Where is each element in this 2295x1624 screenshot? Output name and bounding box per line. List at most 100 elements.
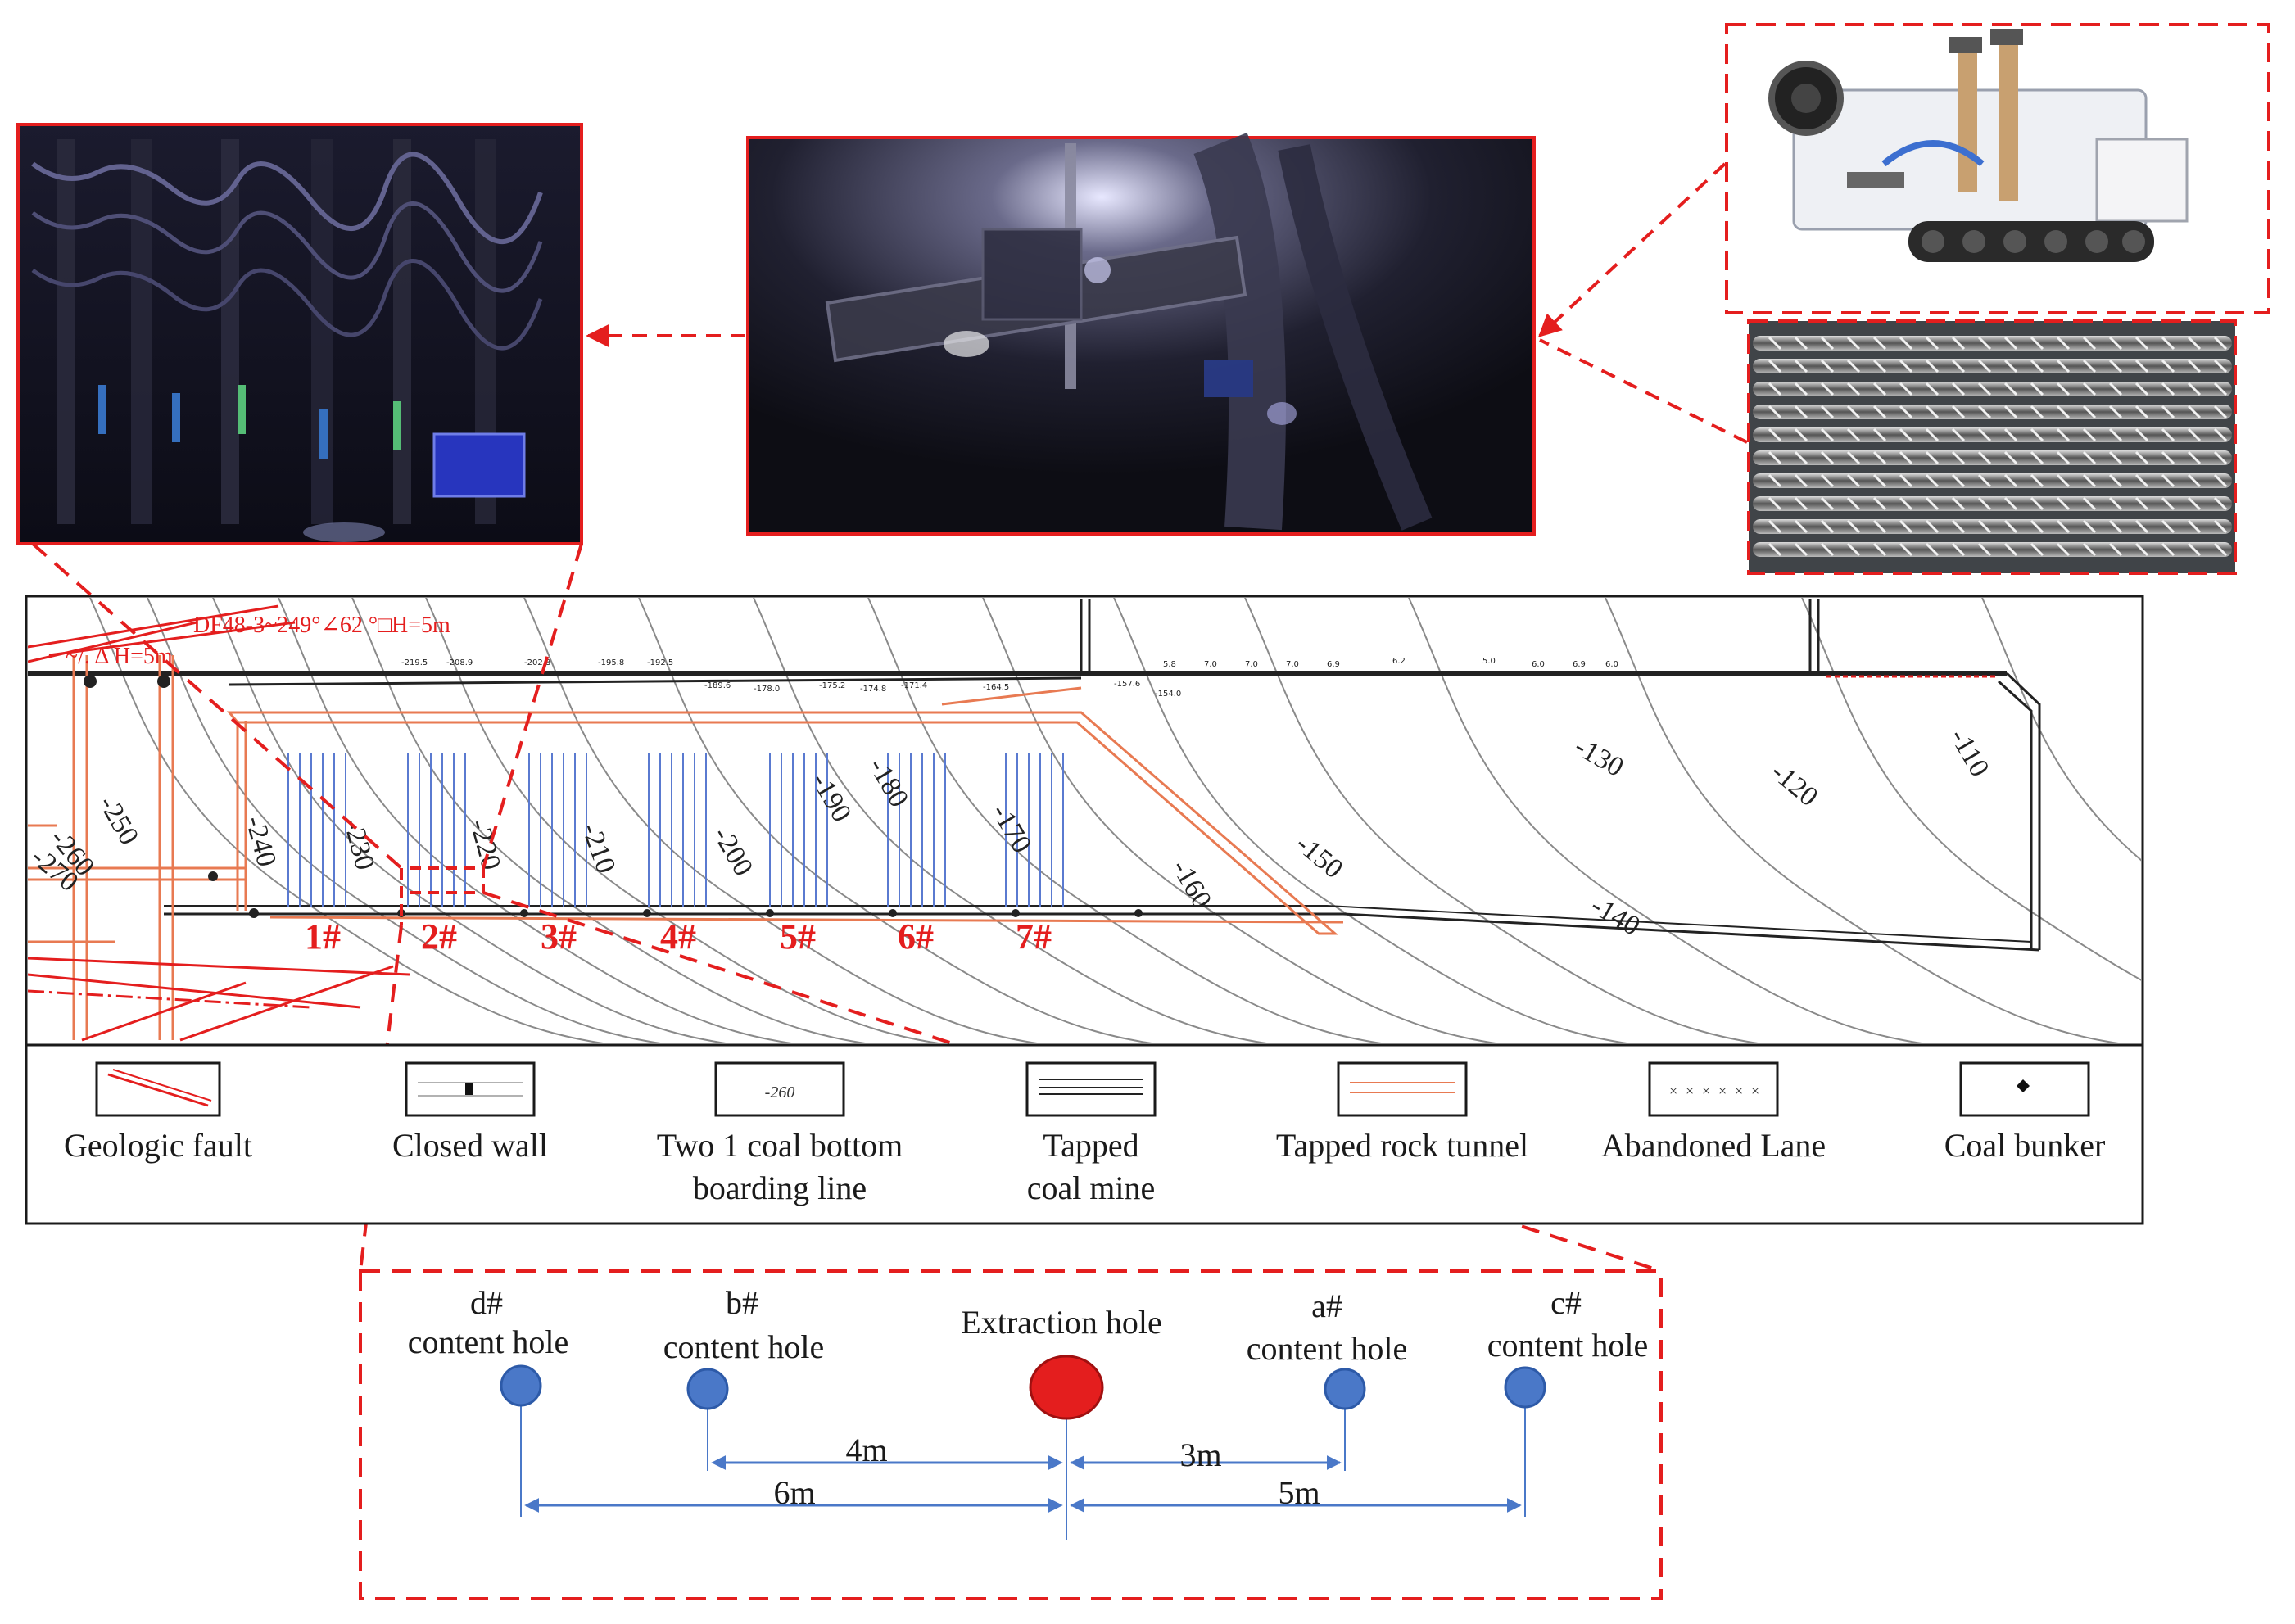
hole-extraction-label: Extraction hole — [961, 1304, 1161, 1341]
svg-text:7.0: 7.0 — [1245, 660, 1258, 669]
legend-item-tapped-rock-tunnel: Tapped rock tunnel — [1276, 1061, 1528, 1164]
fault-note: DF48-3~249°∠62 °□H=5m — [193, 613, 450, 638]
hole-d-label: content hole — [408, 1323, 569, 1360]
hole-a-label: content hole — [1247, 1330, 1408, 1367]
svg-text:-260: -260 — [765, 1083, 795, 1102]
svg-text:6.0: 6.0 — [1605, 660, 1618, 669]
legend-label: Tapped — [1043, 1127, 1138, 1164]
hole-b-label: content hole — [663, 1328, 825, 1365]
contour-line — [89, 598, 609, 1043]
panel-label-1: 1# — [305, 916, 341, 957]
contour-line — [1408, 598, 1928, 1043]
legend-label: boarding line — [693, 1169, 867, 1206]
svg-text:-219.5: -219.5 — [401, 658, 428, 667]
legend-label: Two 1 coal bottom — [657, 1127, 903, 1164]
arrow-machine-to-rig — [1537, 162, 1727, 337]
contour-line-icon: -260 — [765, 1083, 795, 1102]
legend-label: Closed wall — [392, 1127, 548, 1164]
svg-text:-157.6: -157.6 — [1114, 680, 1140, 689]
legend-label: coal mine — [1027, 1169, 1156, 1206]
panel-label-5: 5# — [780, 916, 816, 957]
svg-text:6.9: 6.9 — [1573, 660, 1586, 669]
hole-d-tag: d# — [470, 1284, 503, 1321]
hole-c-marker — [1504, 1366, 1546, 1409]
dim-b-ext-label: 4m — [845, 1432, 887, 1468]
legend-item-closed-wall: Closed wall — [392, 1061, 548, 1164]
contour-line — [147, 598, 667, 1043]
hole-b-marker — [686, 1368, 729, 1410]
svg-text:-189.6: -189.6 — [704, 681, 731, 690]
svg-text:-195.8: -195.8 — [598, 658, 624, 667]
dim-d-ext-label: 6m — [773, 1474, 815, 1511]
panel-labels: 1#2#3#4#5#6#7# — [305, 916, 1052, 957]
dim-ext-a-label: 3m — [1179, 1436, 1221, 1473]
hole-c-tag: c# — [1550, 1284, 1582, 1321]
elevation-ticks: -219.5 -208.9 -202.8 -195.8 -192.5 -189.6 -… — [401, 657, 1618, 699]
contour-line — [638, 598, 1158, 1043]
legend-label: Geologic fault — [64, 1127, 252, 1164]
svg-text:-208.9: -208.9 — [446, 658, 473, 667]
mine-plan-map: DF48-3~249°∠62 °□H=5m ~/. Δ H=5m 1#2#3#4… — [25, 595, 2144, 1047]
svg-text:-192.5: -192.5 — [647, 658, 673, 667]
svg-text:-164.5: -164.5 — [983, 683, 1009, 692]
svg-text:-174.8: -174.8 — [860, 685, 886, 694]
svg-text:-154.0: -154.0 — [1155, 690, 1181, 699]
contour-line — [753, 598, 1273, 1043]
svg-text:7.0: 7.0 — [1286, 660, 1299, 669]
legend-label: Coal bunker — [1944, 1127, 2106, 1164]
svg-text:6.0: 6.0 — [1532, 660, 1545, 669]
photo-crawler-drill-machine — [1725, 23, 2270, 314]
panel-label-3: 3# — [541, 916, 577, 957]
photo-spiral-drill-rods — [1747, 319, 2237, 575]
contour-line — [351, 598, 871, 1043]
svg-text:7.0: 7.0 — [1204, 660, 1217, 669]
dim-ext-c-label: 5m — [1278, 1474, 1320, 1511]
photo-underground-hall — [16, 123, 583, 545]
panel-label-2: 2# — [421, 916, 457, 957]
svg-text:×: × — [1686, 1083, 1694, 1099]
svg-text:-202.8: -202.8 — [524, 658, 550, 667]
panel-label-7: 7# — [1016, 916, 1052, 957]
legend-item-abandoned-lane: ××××××Abandoned Lane — [1601, 1061, 1826, 1164]
contour-line — [1801, 598, 2141, 981]
svg-text:×: × — [1669, 1083, 1677, 1099]
projection-line-2 — [482, 543, 583, 869]
fault-note-small: ~/. Δ H=5m — [66, 644, 173, 669]
contour-line — [425, 598, 945, 1043]
borehole-groups — [287, 753, 1064, 907]
geologic-fault-icon — [107, 1069, 212, 1107]
hole-extraction-marker — [1029, 1355, 1104, 1420]
hole-c-label: content hole — [1487, 1327, 1649, 1364]
abandoned-lane-icon: ×××××× — [1669, 1083, 1759, 1099]
arrow-rods-to-rig — [1539, 338, 1748, 444]
projection-line-1 — [31, 542, 403, 870]
legend-label: Abandoned Lane — [1601, 1127, 1826, 1164]
lower-roadway — [164, 912, 2040, 952]
tapped-coal-mine-icon — [1039, 1079, 1143, 1095]
svg-text:6.2: 6.2 — [1392, 657, 1406, 666]
borehole-layout: d# content hole b# content hole Extracti… — [359, 1269, 1663, 1600]
svg-text:×: × — [1751, 1083, 1759, 1099]
svg-text:5.0: 5.0 — [1482, 657, 1496, 666]
contour-line — [1605, 598, 2125, 1043]
contour-line — [1113, 598, 1633, 1043]
svg-text:×: × — [1718, 1083, 1727, 1099]
svg-text:×: × — [1702, 1083, 1710, 1099]
contour-line — [523, 598, 1043, 1043]
contour-line — [1244, 598, 1764, 1043]
closed-wall-icon — [418, 1082, 523, 1097]
hole-a-marker — [1324, 1368, 1366, 1410]
svg-text:6.9: 6.9 — [1327, 660, 1340, 669]
svg-text:5.8: 5.8 — [1163, 660, 1176, 669]
contour-line — [278, 598, 798, 1043]
photo-drilling-rig-tunnel — [746, 133, 1536, 536]
coal-bunker-icon — [2017, 1079, 2030, 1092]
svg-text:-171.4: -171.4 — [901, 681, 927, 690]
hole-d-marker — [500, 1364, 542, 1407]
hole-a-tag: a# — [1311, 1287, 1342, 1324]
legend-item-geologic-fault: Geologic fault — [64, 1061, 252, 1164]
svg-text:-175.2: -175.2 — [819, 681, 845, 690]
